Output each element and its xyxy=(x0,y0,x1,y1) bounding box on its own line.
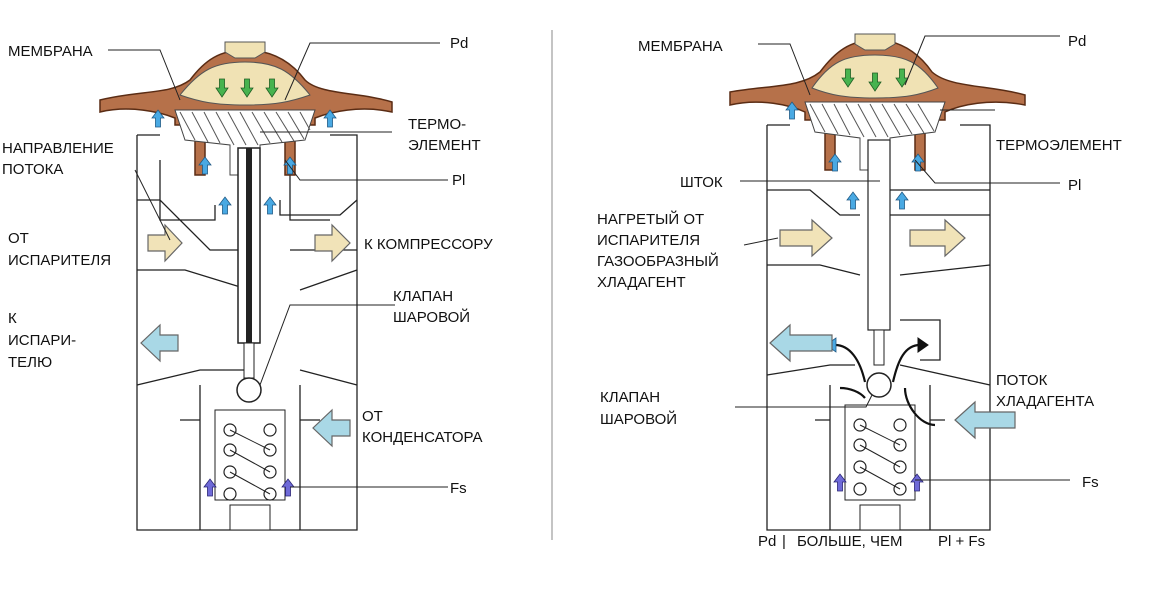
right-arrow-to-compressor xyxy=(909,218,966,258)
right-arrow-to-evaporator xyxy=(769,323,833,363)
right-arrow-refrigerant-in xyxy=(954,400,1016,440)
left-label-membrane: МЕМБРАНА xyxy=(8,43,93,60)
left-label-thermo-2: ЭЛЕМЕНТ xyxy=(408,137,481,154)
left-valve-body xyxy=(136,134,358,531)
right-hatching xyxy=(809,103,935,138)
left-spring xyxy=(214,409,286,531)
right-valve-body xyxy=(766,124,991,531)
left-label-pl: Pl xyxy=(452,172,465,189)
left-label-thermo-1: ТЕРМО- xyxy=(408,116,466,133)
right-label-fs: Fs xyxy=(1082,474,1099,491)
right-spring xyxy=(844,404,916,531)
left-label-from-condenser-1: ОТ xyxy=(362,408,383,425)
right-label-ball-valve-2: ШАРОВОЙ xyxy=(600,410,677,428)
formula-greater-than: БОЛЬШЕ, ЧЕМ xyxy=(797,533,902,550)
left-label-flow-direction-2: ПОТОКА xyxy=(2,161,63,178)
left-label-from-condenser-2: КОНДЕНСАТОРА xyxy=(362,429,483,446)
left-label-pd: Pd xyxy=(450,35,468,52)
right-leader-lines xyxy=(735,35,1070,481)
right-arrow-heated-in xyxy=(779,218,833,258)
right-label-heated-4: ХЛАДАГЕНТ xyxy=(597,274,686,291)
left-leader-lines xyxy=(108,42,448,488)
right-ball-valve xyxy=(866,372,892,398)
left-label-to-compressor: К КОМПРЕССОРУ xyxy=(364,236,493,253)
left-label-ball-valve-1: КЛАПАН xyxy=(393,288,453,305)
left-ball-valve xyxy=(236,377,262,403)
left-label-to-evaporator-1: К xyxy=(8,310,17,327)
right-label-thermo: ТЕРМОЭЛЕМЕНТ xyxy=(996,137,1122,154)
right-label-flow-2: ХЛАДАГЕНТА xyxy=(996,393,1094,410)
left-label-from-evaporator-2: ИСПАРИТЕЛЯ xyxy=(8,252,111,269)
right-label-membrane: МЕМБРАНА xyxy=(638,38,723,55)
left-label-to-evaporator-2: ИСПАРИ- xyxy=(8,332,76,349)
left-label-to-evaporator-3: ТЕЛЮ xyxy=(8,354,52,371)
right-curve-arrow-left xyxy=(834,343,867,383)
left-hatching xyxy=(179,111,311,146)
formula-pd: Pd xyxy=(758,533,776,550)
formula-rhs: Pl + Fs xyxy=(938,533,985,550)
left-arrow-to-compressor xyxy=(314,223,351,263)
right-label-stem: ШТОК xyxy=(680,174,723,191)
right-formula: Pd | БОЛЬШЕ, ЧЕМ Pl + Fs xyxy=(758,533,985,550)
left-label-flow-direction-1: НАПРАВЛЕНИЕ xyxy=(2,140,114,157)
formula-sep: | xyxy=(782,533,786,550)
left-arrow-to-evaporator xyxy=(140,323,179,363)
right-element-cap xyxy=(854,33,896,51)
right-label-flow-1: ПОТОК xyxy=(996,372,1048,389)
left-label-fs: Fs xyxy=(450,480,467,497)
left-arrow-from-condenser xyxy=(312,408,351,448)
right-label-pl: Pl xyxy=(1068,177,1081,194)
right-curve-arrow-right xyxy=(891,343,921,383)
right-label-heated-2: ИСПАРИТЕЛЯ xyxy=(597,232,700,249)
right-label-ball-valve-1: КЛАПАН xyxy=(600,389,660,406)
left-arrow-from-evaporator xyxy=(147,223,183,263)
right-body-inner-walls xyxy=(766,189,991,530)
right-valve-diagram: МЕМБРАНА Pd ТЕРМОЭЛЕМЕНТ ШТОК Pl НАГРЕТЫ… xyxy=(597,33,1122,550)
right-curve-arrow-in xyxy=(903,387,936,427)
right-label-heated-3: ГАЗООБРАЗНЫЙ xyxy=(597,252,719,270)
right-label-pd: Pd xyxy=(1068,33,1086,50)
right-label-heated-1: НАГРЕТЫЙ ОТ xyxy=(597,210,704,228)
left-element-cap xyxy=(224,41,266,59)
left-label-from-evaporator-1: ОТ xyxy=(8,230,29,247)
left-valve-diagram: МЕМБРАНА Pd НАПРАВЛЕНИЕ ПОТОКА ТЕРМО- ЭЛ… xyxy=(2,35,493,531)
right-stem xyxy=(867,139,891,331)
left-label-ball-valve-2: ШАРОВОЙ xyxy=(393,308,470,326)
